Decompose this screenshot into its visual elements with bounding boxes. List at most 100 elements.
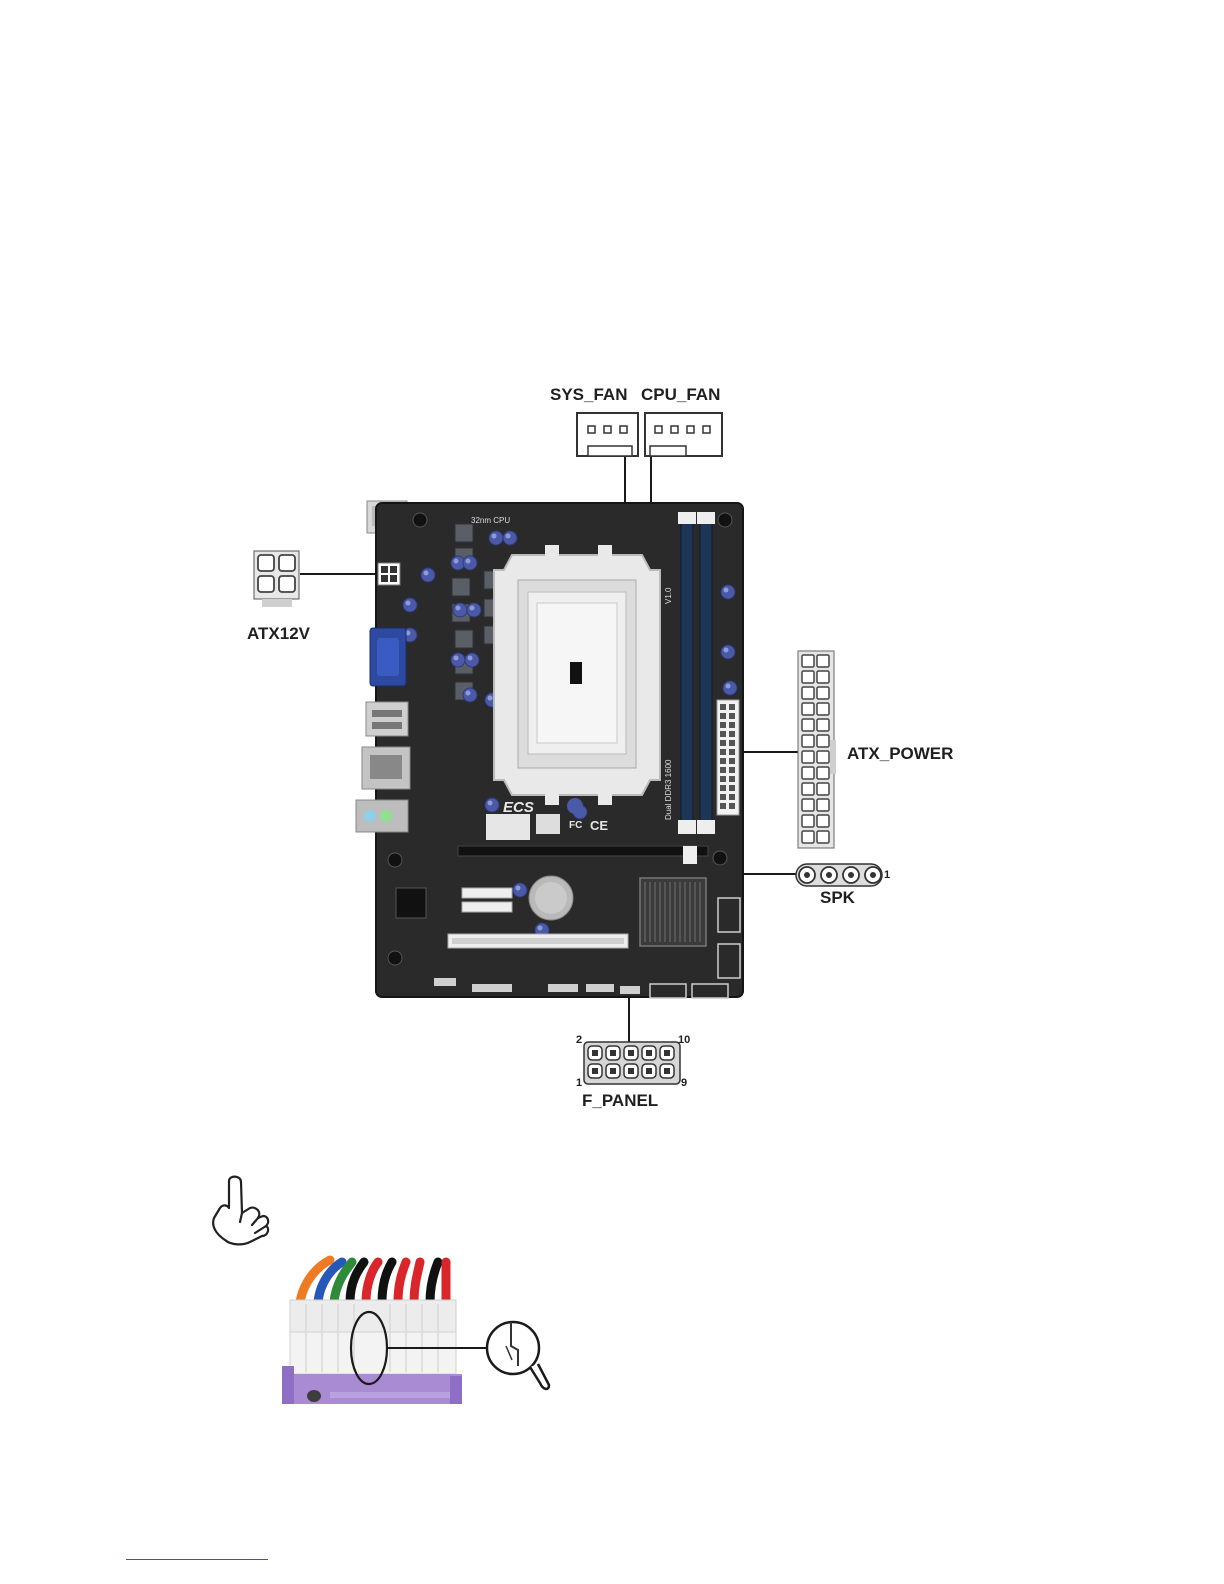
capacitor-highlight <box>488 696 493 701</box>
capacitor <box>489 531 503 545</box>
capacitor-highlight <box>466 559 471 564</box>
capacitor <box>403 598 417 612</box>
board-atx-pin <box>720 785 726 791</box>
capacitor-highlight <box>538 926 543 931</box>
capacitor <box>451 653 465 667</box>
atx-power-connector <box>798 651 836 848</box>
capacitor <box>463 688 477 702</box>
capacitor <box>465 653 479 667</box>
board-atx-pin <box>729 704 735 710</box>
svg-text:CE: CE <box>590 818 608 833</box>
atx-power-pin <box>817 831 829 843</box>
capacitor <box>503 531 517 545</box>
capacitor <box>453 603 467 617</box>
capacitor-highlight <box>506 534 511 539</box>
brand-silkscreen: ECS <box>503 799 534 816</box>
board-atx-pin <box>720 713 726 719</box>
atx-power-pin <box>817 703 829 715</box>
f-panel-pin-hole <box>628 1050 634 1056</box>
atx-power-pin <box>817 687 829 699</box>
capacitor <box>421 568 435 582</box>
magnifier-icon <box>487 1322 549 1389</box>
f-panel-pin-hole <box>610 1050 616 1056</box>
f-panel-pin-hole <box>664 1068 670 1074</box>
capacitor-highlight <box>468 656 473 661</box>
f-panel-pin-hole <box>592 1050 598 1056</box>
board-atx-pin <box>729 713 735 719</box>
spk-connector <box>796 864 882 886</box>
capacitor <box>513 883 527 897</box>
capacitor-highlight <box>488 801 493 806</box>
board-atx-pin <box>720 776 726 782</box>
atx-power-pin <box>802 767 814 779</box>
cpu-socket <box>494 545 660 805</box>
f-panel-pin-hole <box>646 1050 652 1056</box>
atx-power-pin <box>817 655 829 667</box>
board-atx-pin <box>720 731 726 737</box>
capacitor <box>467 603 481 617</box>
atx-power-pin <box>817 735 829 747</box>
capacitor-highlight <box>516 886 521 891</box>
board-atx-pin <box>720 794 726 800</box>
dimm-silkscreen: Dual DDR3 1600 <box>664 759 673 820</box>
board-atx-pin <box>729 758 735 764</box>
capacitor-highlight <box>726 684 731 689</box>
cpu-silkscreen: 32nm CPU <box>471 516 510 525</box>
svg-text:FC: FC <box>569 820 582 831</box>
board-atx-pin <box>729 749 735 755</box>
board-atx-pin <box>729 767 735 773</box>
capacitor-highlight <box>406 601 411 606</box>
board-atx-pin <box>720 767 726 773</box>
atx-power-pin <box>802 655 814 667</box>
f-panel-pin-hole <box>646 1068 652 1074</box>
cpu-fan-connector <box>645 413 722 456</box>
atx12v-connector <box>254 551 299 607</box>
atx-power-pin <box>802 831 814 843</box>
capacitor-highlight <box>470 606 475 611</box>
atx-power-pin <box>802 751 814 763</box>
board-atx-pin <box>729 785 735 791</box>
capacitor-highlight <box>454 656 459 661</box>
capacitor <box>723 681 737 695</box>
capacitor-highlight <box>492 534 497 539</box>
atx-power-pin <box>802 735 814 747</box>
atx-power-pin <box>802 815 814 827</box>
f-panel-pin-hole <box>628 1068 634 1074</box>
motherboard: 32nm CPU Dual DDR3 1600 V1.0 ECS FC CE <box>356 501 743 998</box>
capacitor <box>721 645 735 659</box>
board-atx-pin <box>720 740 726 746</box>
board-atx-pin <box>720 803 726 809</box>
f-panel-pin-hole <box>664 1050 670 1056</box>
capacitor-highlight <box>456 606 461 611</box>
board-atx-pin <box>729 803 735 809</box>
f-panel-pin-hole <box>610 1068 616 1074</box>
f-panel-connector <box>584 1042 680 1084</box>
version-silkscreen: V1.0 <box>664 587 673 604</box>
board-atx-pin <box>720 722 726 728</box>
capacitor-highlight <box>724 648 729 653</box>
board-atx-pin <box>729 740 735 746</box>
board-atx-pin <box>729 794 735 800</box>
atx-power-pin <box>802 783 814 795</box>
board-atx-pin <box>729 776 735 782</box>
atx-power-pin <box>802 703 814 715</box>
capacitor-highlight <box>424 571 429 576</box>
board-atx-pin <box>729 722 735 728</box>
atx-power-pin <box>817 751 829 763</box>
atx-power-pin <box>802 799 814 811</box>
atx-power-pin <box>802 687 814 699</box>
pointing-hand-icon <box>213 1177 268 1245</box>
atx-power-pin <box>817 799 829 811</box>
atx-power-pin <box>817 767 829 779</box>
capacitor <box>485 798 499 812</box>
footer-rule <box>126 1559 268 1560</box>
capacitor-highlight <box>724 588 729 593</box>
capacitor <box>721 585 735 599</box>
board-atx-pin <box>720 749 726 755</box>
atx-power-pin <box>802 719 814 731</box>
capacitor <box>463 556 477 570</box>
atx-power-pin <box>817 719 829 731</box>
board-atx-pin <box>720 758 726 764</box>
atx-power-pin <box>817 671 829 683</box>
